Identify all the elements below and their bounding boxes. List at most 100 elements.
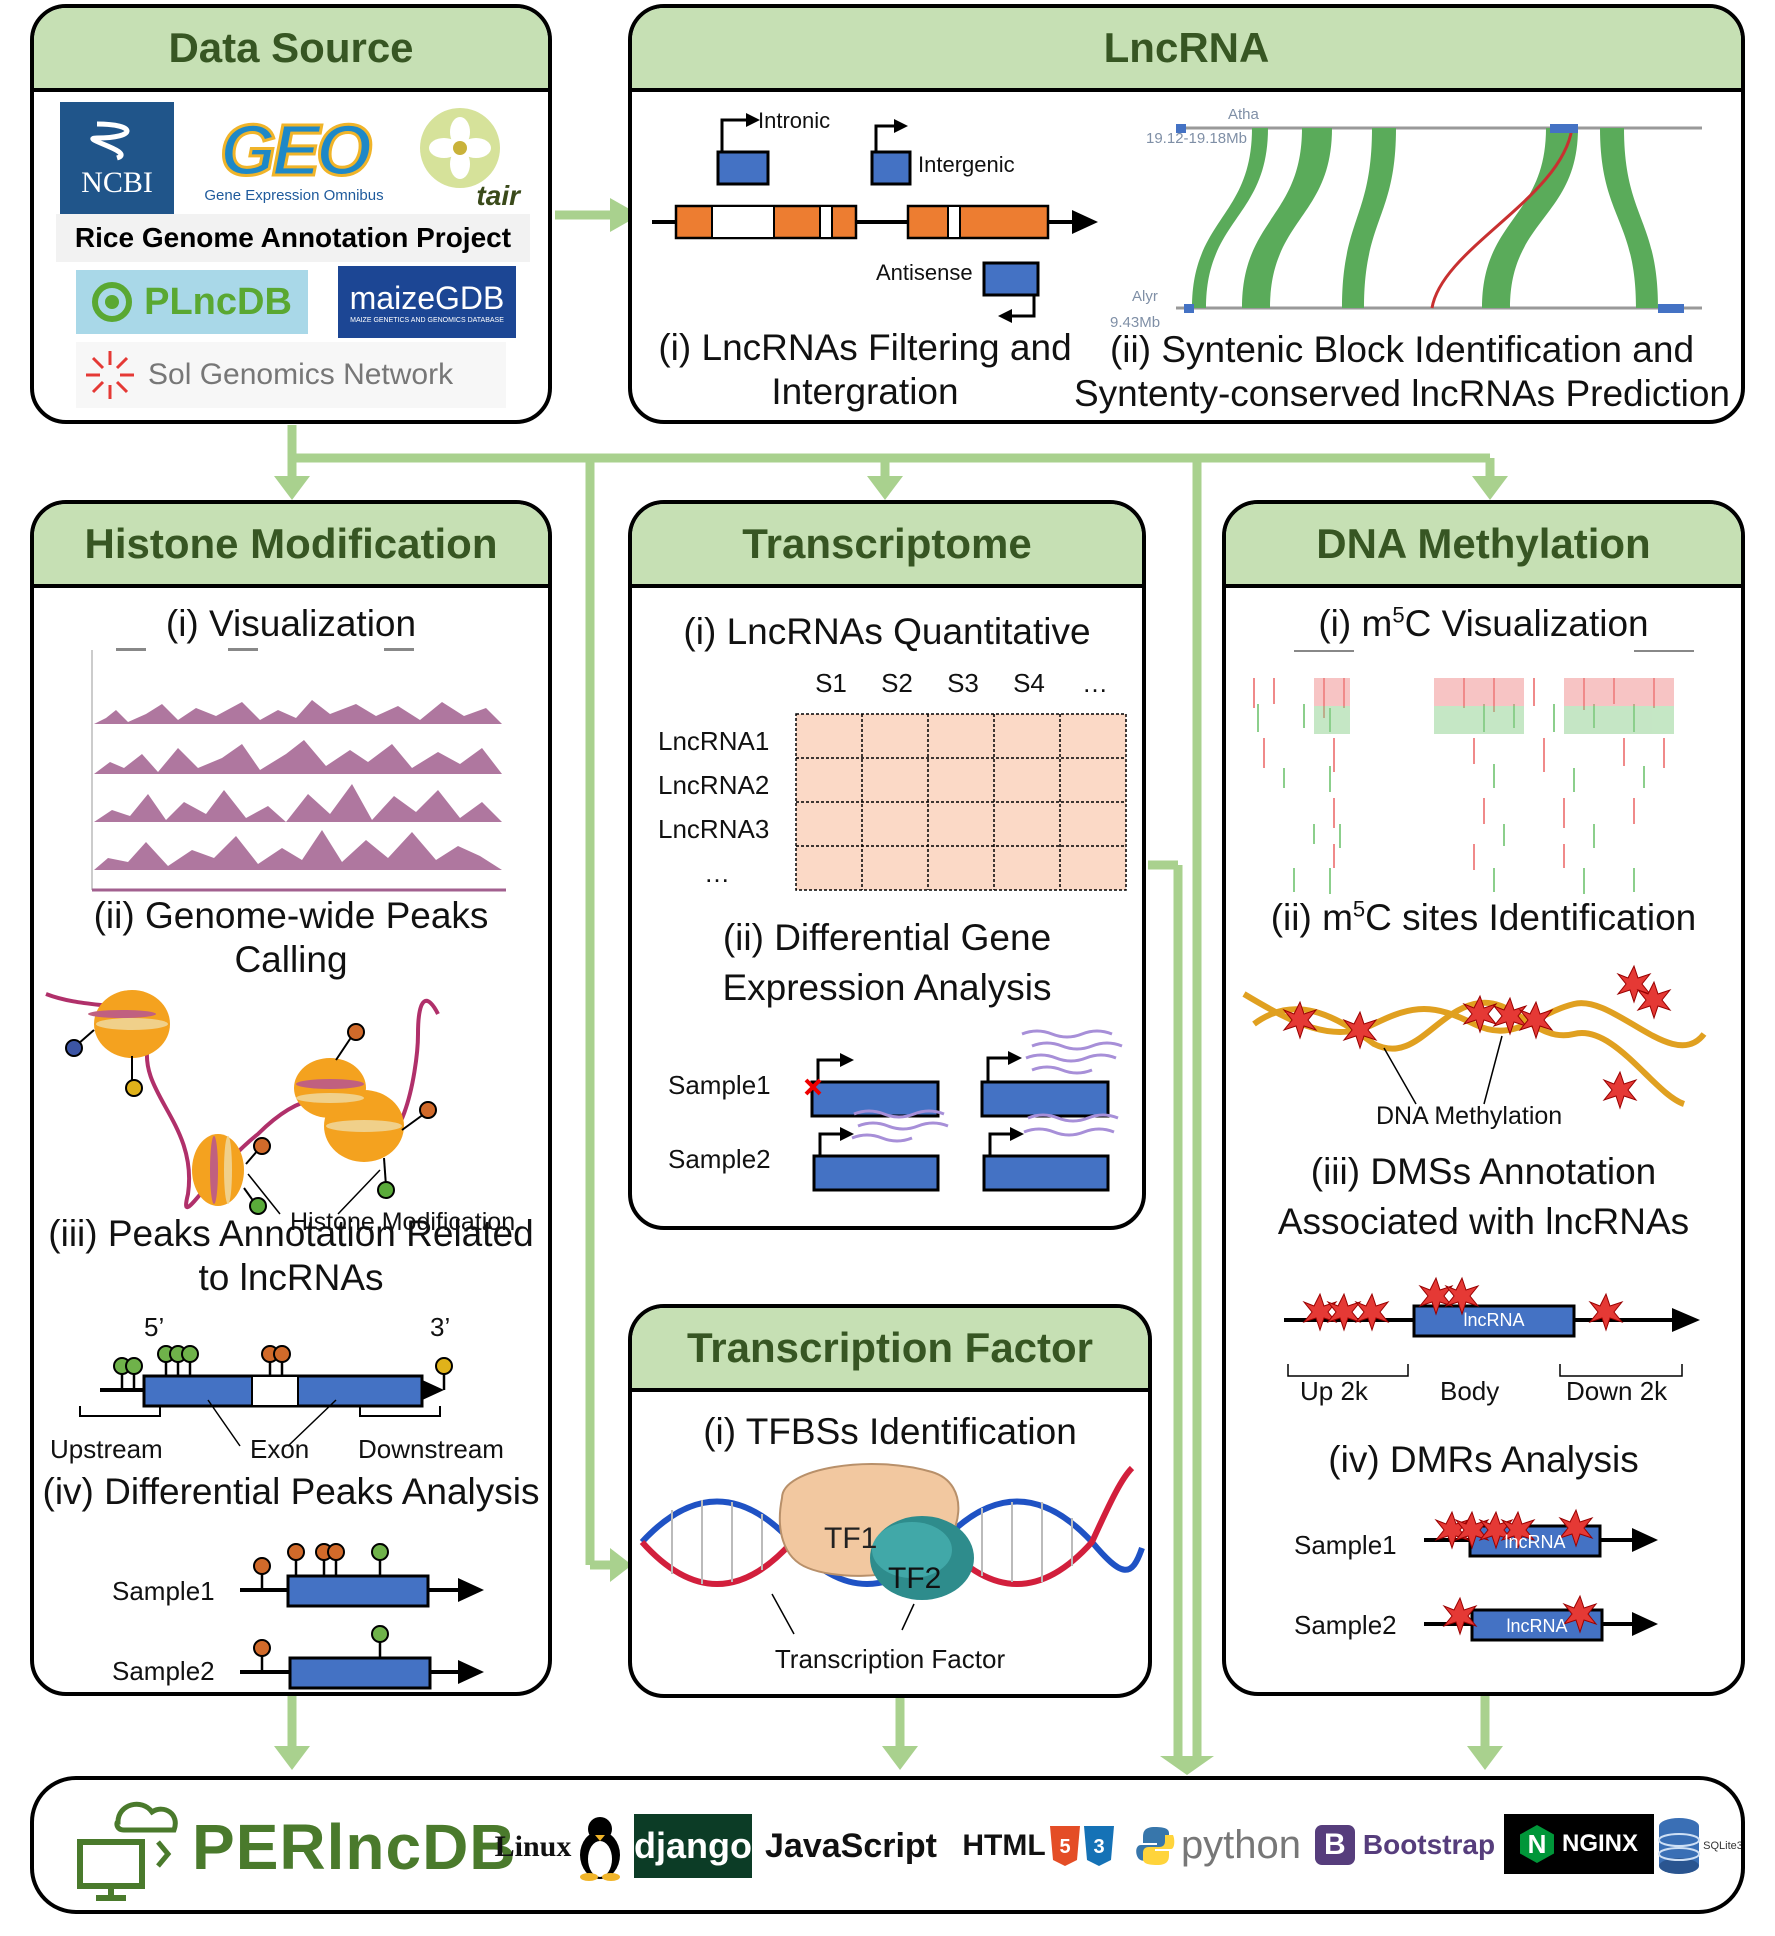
dna-methylation-label: DNA Methylation [1376,1102,1563,1130]
methylation-step2-sup: 5 [1352,896,1366,922]
django-text: django [634,1825,752,1866]
tf-label: Transcription Factor [774,1644,1006,1674]
tf1-label: TF1 [824,1522,878,1555]
methylation-panel: DNA Methylation (i) m5C Visualization [1222,500,1745,1696]
geo-subtitle: Gene Expression Omnibus [204,186,384,204]
html-text: HTML [962,1829,1046,1862]
histone-step3-line2: to lncRNAs [198,1257,384,1298]
nginx-logo: N NGINX [1504,1814,1654,1874]
differential-peaks-diagram [240,1543,484,1690]
database-cylinder-icon [1658,1818,1701,1874]
tair-text: tair [476,180,520,211]
sol-text: Sol Genomics Network [148,358,454,391]
syntenic-top-species: Atha [1228,106,1259,123]
methylation-step4: (iv) DMRs Analysis [1328,1439,1639,1480]
body-label: Body [1440,1376,1500,1406]
sol-logo: Sol Genomics Network [76,342,506,408]
down2k-label: Down 2k [1566,1376,1668,1406]
col-header: S2 [881,668,913,698]
python-logo: python [1128,1810,1308,1880]
sqlite-text: SQLite3 [1703,1840,1743,1852]
methylation-step1-sup: 5 [1392,602,1405,628]
col-header: S1 [815,668,847,698]
data-source-title: Data Source [34,8,548,92]
histone-title: Histone Modification [34,504,548,588]
tf-panel: Transcription Factor (i) TFBSs Identific… [628,1304,1152,1698]
sol-sunburst-icon [86,351,134,399]
upstream-label: Upstream [50,1434,163,1464]
django-logo: django [634,1814,752,1878]
plncdb-logo: PLncDB [76,270,308,334]
tair-logo: tair [420,108,520,212]
row-header: … [704,858,730,888]
rice-logo: Rice Genome Annotation Project [56,214,530,262]
geo-text: GEO [218,110,373,191]
lncrna-step2-line1: (ii) Syntenic Block Identification and [1109,329,1695,370]
bootstrap-logo: B Bootstrap [1310,1812,1500,1878]
transcriptome-step2-line2: Expression Analysis [722,967,1052,1008]
perlncdb-panel: PERlncDB Linux django JavaScript HTML 5 … [30,1776,1745,1914]
five-prime-label: 5’ [144,1312,165,1342]
transcriptome-title: Transcriptome [632,504,1142,588]
linux-logo: Linux [494,1802,624,1892]
python-snake-icon [1136,1827,1175,1865]
dmr-diagram [1424,1508,1658,1642]
python-text: python [1180,1822,1302,1867]
dms-annotation-diagram [1284,1276,1700,1377]
ncbi-helix-icon [90,121,130,161]
quant-col-headers: S1 S2 S3 S4 … [798,668,1128,704]
tf-dna-illustration [639,1463,1145,1635]
three-prime-label: 3’ [430,1312,451,1342]
nucleosome-illustration [45,990,440,1215]
histone-step2-line2: Calling [234,939,348,980]
tf-title: Transcription Factor [632,1308,1148,1392]
peak-annotation-diagram [100,1345,453,1408]
row-header: LncRNA3 [658,814,770,844]
methylation-step2: (ii) m5C sites Identification [1226,896,1741,939]
data-source-panel: Data Source NCBI GEO Gene Expression Omn… [30,4,552,424]
plncdb-leaf-icon [92,282,133,322]
lncrna-title: LncRNA [632,8,1741,92]
geo-logo: GEO Gene Expression Omnibus [194,104,394,214]
tux-icon [580,1817,621,1881]
transcriptome-sample1-label: Sample1 [668,1070,771,1100]
bootstrap-b-icon: B [1314,1825,1355,1865]
quant-matrix [795,713,1127,891]
transcriptome-step1: (i) LncRNAs Quantitative [683,611,1091,652]
syntenic-top-range: 19.12-19.18Mb [1146,130,1247,147]
html5-shield-icon: 5 [1049,1826,1080,1866]
histone-step2-line1: (ii) Genome-wide Peaks [93,895,489,936]
sqlite-logo: SQLite3 [1658,1806,1743,1886]
histone-sample2-label: Sample2 [112,1656,215,1686]
row-header: LncRNA2 [658,770,770,800]
quant-row-headers: LncRNA1 LncRNA2 LncRNA3 … [658,726,798,906]
html-logo: HTML 5 3 [948,1814,1128,1878]
svg-text:3: 3 [1093,1836,1104,1858]
plncdb-text: PLncDB [144,280,292,323]
perlncdb-title: PERlncDB [192,1811,517,1883]
syntenic-bottom-species: Alyr [1132,288,1158,305]
tf2-label: TF2 [888,1562,942,1595]
lncrna-step1-line2: Intergration [771,371,959,412]
m5c-dna-illustration [1242,964,1707,1110]
transcriptome-panel: Transcriptome (i) LncRNAs Quantitative S… [628,500,1146,1230]
methylation-title: DNA Methylation [1226,504,1741,588]
region-brackets [79,1399,441,1447]
transcriptome-step2-line1: (ii) Differential Gene [722,917,1052,958]
histone-step1: (i) Visualization [165,603,417,644]
methylation-step1-post: C Visualization [1404,603,1649,644]
up2k-label: Up 2k [1300,1376,1368,1406]
lncrna-step1-line1: (i) LncRNAs Filtering and [658,327,1072,368]
lncrna-gene-structure [652,113,1098,323]
maizegdb-text: maizeGDB [349,280,505,316]
syntenic-block-plot [1176,124,1702,313]
methylation-step2-pre: (ii) m [1270,897,1353,938]
row-header: LncRNA1 [658,726,770,756]
intergenic-label: Intergenic [918,152,1015,177]
nginx-text: NGINX [1561,1830,1638,1857]
histone-panel: Histone Modification (i) Visualization (… [30,500,552,1696]
dmr-lncrna-box1-label: lncRNA [1504,1532,1566,1552]
tair-flower-icon [420,108,500,188]
methylation-step1-pre: (i) m [1318,603,1393,644]
